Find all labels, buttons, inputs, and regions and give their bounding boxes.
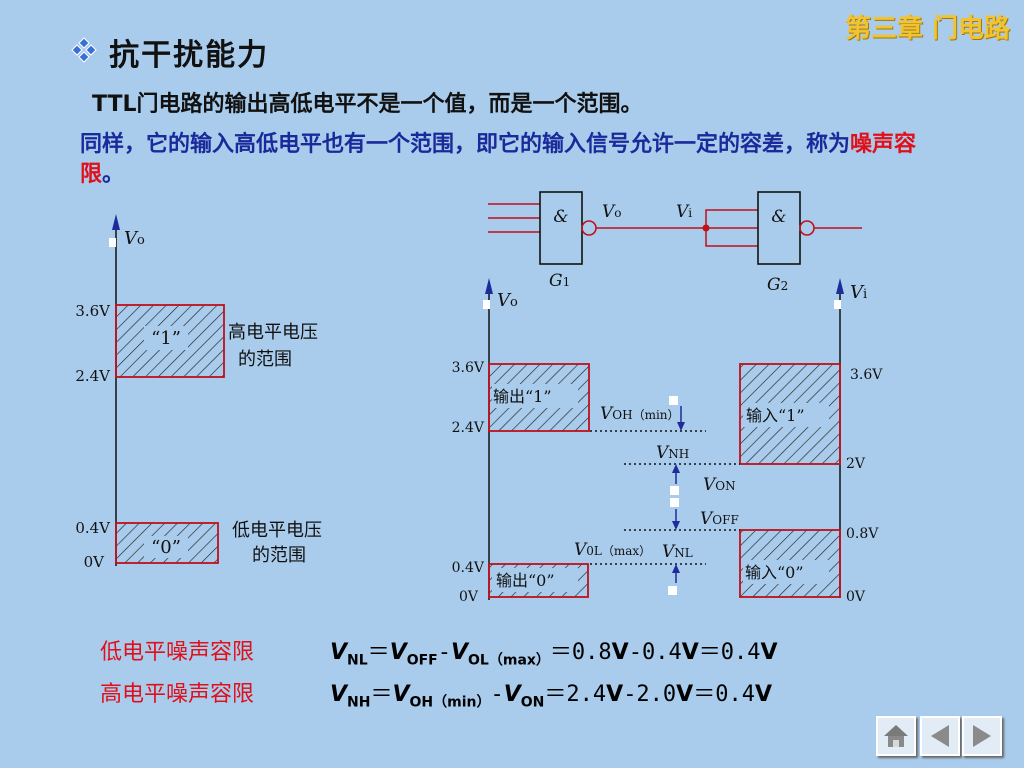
vnh-bottom-arrow-icon: [672, 464, 680, 473]
chapter-title: 第三章 门电路: [844, 14, 1010, 44]
input-tick-0v: 0V: [846, 589, 866, 605]
left-axis-marker: [109, 238, 116, 247]
left-low-box-text: “0”: [151, 537, 181, 558]
left-high-label-bg: [144, 326, 188, 350]
voh-min-label: VOH（min）: [600, 404, 680, 424]
voff-label: VOFF: [700, 509, 739, 529]
gate-g1-body: [539, 191, 583, 265]
threshold-lines: VOH（min） VNH VON VOFF V0L（max） VNL: [574, 396, 740, 595]
slide-title-row: 抗干扰能力: [70, 30, 269, 74]
next-slide-button[interactable]: [962, 716, 1002, 756]
left-axis-arrow-icon: [112, 214, 120, 230]
previous-slide-button[interactable]: [920, 716, 960, 756]
gate-g1-symbol: &: [553, 207, 568, 227]
left-tick-2-4v: 2.4V: [75, 367, 111, 385]
left-tick-3-6v: 3.6V: [75, 302, 111, 320]
vol-max-label: V0L（max）: [574, 540, 651, 560]
vnl-top-arrow-icon: [672, 521, 680, 530]
slide-title: 抗干扰能力: [109, 38, 270, 73]
ttl-output-range-text: TTL门电路的输出高低电平不是一个值，而是一个范围。: [92, 92, 643, 117]
gate-g2-label: G2: [767, 275, 788, 295]
left-low-desc-line2: 的范围: [252, 545, 306, 566]
left-low-desc-line1: 低电平电压: [232, 520, 322, 541]
gate-vi-label: Vi: [676, 202, 692, 222]
input-axis-label: Vi: [850, 282, 867, 303]
left-level-diagram: Vo “1” “0” 3.6V 2.4V 0.4V 0V 高电平电压 的范围 低…: [75, 214, 322, 571]
left-tick-0-4v: 0.4V: [75, 519, 111, 537]
triangle-left-icon: [931, 725, 949, 747]
home-icon: [884, 725, 908, 747]
input-high-box-text: 输入“1”: [746, 406, 805, 425]
left-high-box-text: “1”: [151, 328, 181, 349]
triangle-right-icon: [973, 725, 991, 747]
output-tick-0v: 0V: [459, 589, 479, 605]
gate-g1-inverter-bubble: [581, 220, 597, 236]
gate-g2-inverter-bubble: [799, 220, 815, 236]
vnl-bottom-arrow-icon: [672, 564, 680, 573]
output-tick-3-6v: 3.6V: [452, 360, 485, 376]
low-noise-margin-label: 低电平噪声容限: [100, 640, 255, 665]
left-tick-0v: 0V: [84, 553, 106, 571]
output-tick-2-4v: 2.4V: [452, 420, 485, 436]
home-button[interactable]: [876, 716, 916, 756]
output-axis-arrow-icon: [485, 278, 493, 294]
gate-g1-label: G1: [549, 271, 570, 291]
von-label: VON: [703, 475, 736, 495]
output-level-diagram: Vo 输出“1” 输出“0” 3.6V 2.4V 0.4V 0V: [452, 278, 590, 605]
left-axis-label: Vo: [124, 228, 145, 249]
output-high-box-text: 输出“1”: [493, 387, 552, 406]
left-high-desc-line2: 的范围: [238, 349, 292, 370]
input-tick-2v: 2V: [846, 456, 866, 472]
noise-margin-term: 噪声容限: [80, 132, 917, 187]
input-tolerance-text: 同样，它的输入高低电平也有一个范围，即它的输入信号允许一定的容差，称为噪声容限。: [80, 132, 917, 187]
output-tick-0-4v: 0.4V: [452, 560, 485, 576]
low-noise-margin-formula: VNL＝VOFF-VOL（max）＝0.8V-0.4V＝0.4V: [330, 640, 778, 669]
input-tick-3-6v: 3.6V: [850, 367, 883, 383]
input-low-box-text: 输入“0”: [745, 563, 804, 582]
vnh-top-arrow-icon: [677, 422, 685, 431]
left-low-label-bg: [144, 536, 188, 558]
output-low-box-text: 输出“0”: [496, 571, 555, 590]
left-high-desc-line1: 高电平电压: [228, 322, 318, 343]
gate-g2-body: [757, 191, 801, 265]
diamond-bullet-icon: [70, 36, 98, 68]
gate-circuit: & G1 Vo Vi & G2: [488, 191, 862, 295]
vnh-label: VNH: [656, 443, 689, 463]
high-noise-margin-formula: VNH＝VOH（min）-VON＝2.4V-2.0V＝0.4V: [330, 682, 772, 711]
gate-vo-label: Vo: [602, 202, 622, 222]
output-axis-label: Vo: [497, 290, 518, 311]
input-tick-0-8v: 0.8V: [846, 526, 879, 542]
input-level-diagram: Vi 输入“1” 输入“0” 3.6V 2V 0.8V 0V: [739, 278, 883, 605]
gate-g2-symbol: &: [771, 207, 786, 227]
high-noise-margin-label: 高电平噪声容限: [100, 682, 255, 707]
vnl-label: VNL: [662, 542, 693, 562]
input-axis-arrow-icon: [836, 278, 844, 294]
